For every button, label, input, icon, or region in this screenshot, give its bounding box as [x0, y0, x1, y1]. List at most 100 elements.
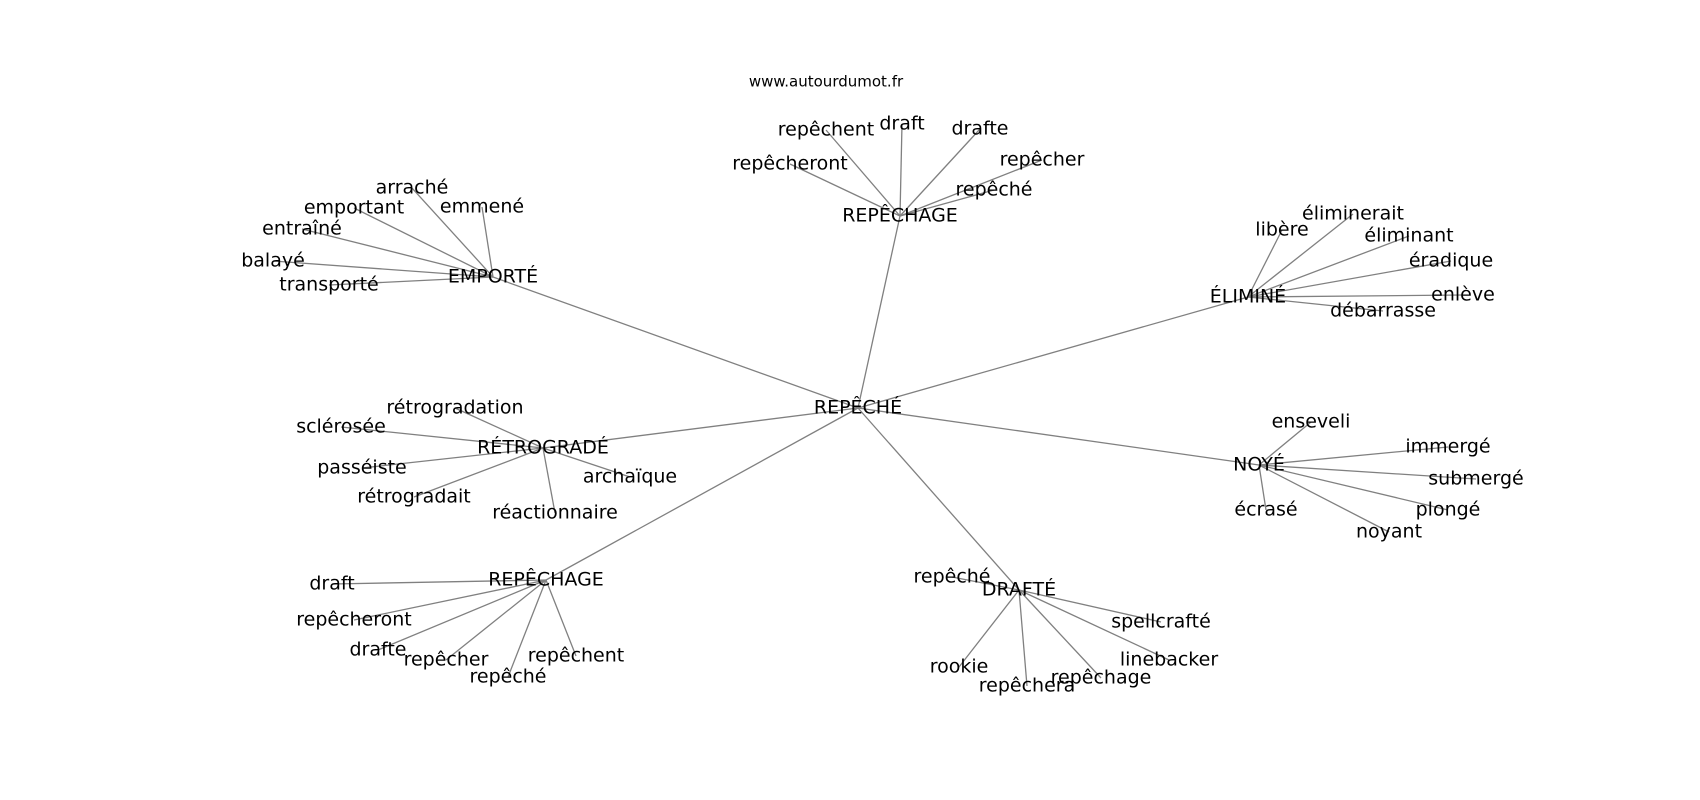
leaf-node-label: rétrogradait	[357, 486, 471, 508]
hub-node-label: REPÊCHAGE	[842, 204, 958, 227]
leaf-node-label: entraîné	[262, 218, 342, 240]
center-node-label: REPÊCHÉ	[814, 396, 902, 419]
edge-emporte-word	[481, 206, 494, 278]
leaf-node-label: éradique	[1409, 250, 1493, 272]
edge-noye-word	[1258, 421, 1312, 466]
leaf-node-label: repêcheront	[732, 153, 848, 175]
edge-center-to-emporte	[492, 276, 859, 409]
edge-center-to-retrograde	[542, 407, 859, 449]
leaf-node-label: immergé	[1405, 436, 1490, 458]
edge-elimine-word	[1247, 235, 1410, 298]
edge-noye-word	[1258, 446, 1449, 466]
leaf-node-label: linebacker	[1120, 649, 1218, 671]
edge-center-to-repechage-top	[857, 215, 901, 409]
edge-elimine-word	[1247, 294, 1464, 298]
leaf-node-label: éliminerait	[1302, 203, 1404, 225]
leaf-node-label: arraché	[376, 177, 449, 199]
leaf-node-label: libère	[1255, 219, 1308, 241]
edge-repechage-top-word	[899, 189, 995, 217]
edge-retrograde-word	[542, 447, 631, 478]
leaf-node-label: repêcher	[1000, 149, 1085, 171]
edge-repechage-top-word	[899, 128, 981, 217]
leaf-node-label: plongé	[1416, 499, 1481, 521]
source-url: www.autourdumot.fr	[749, 73, 904, 91]
edge-center-to-elimine	[857, 296, 1249, 409]
edge-repechage-top-word	[825, 129, 901, 217]
edge-center-to-drafte	[857, 407, 1020, 591]
leaf-node-label: repêchent	[528, 645, 625, 667]
leaf-node-label: repêcheront	[296, 609, 412, 631]
leaf-node-label: débarrasse	[1330, 300, 1436, 322]
leaf-node-label: repêchera	[979, 675, 1075, 697]
edge-repechage-top-word	[899, 159, 1043, 217]
leaf-node-label: éliminant	[1364, 225, 1453, 247]
leaf-node-label: repêchage	[1051, 667, 1152, 689]
edge-emporte-word	[411, 187, 494, 278]
edge-drafte-word	[1018, 589, 1028, 687]
edge-noye-word	[1258, 464, 1390, 533]
edge-noye-word	[1258, 464, 1449, 511]
leaf-node-label: rookie	[930, 656, 989, 678]
edge-retrograde-word	[542, 447, 556, 514]
leaf-node-label: draft	[879, 113, 924, 135]
edge-repechage-bottom-word	[545, 579, 577, 657]
edge-elimine-word	[1247, 229, 1283, 298]
edge-retrograde-word	[454, 407, 544, 449]
edge-repechage-bottom-word	[445, 579, 547, 661]
leaf-node-label: drafte	[349, 639, 406, 661]
leaf-node-label: draft	[309, 573, 354, 595]
edge-drafte-word	[1018, 589, 1162, 623]
leaf-node-label: repêché	[955, 179, 1032, 201]
edge-noye-word	[1258, 464, 1267, 511]
hub-node-label: EMPORTÉ	[448, 265, 538, 288]
edge-drafte-word	[1018, 589, 1102, 679]
edge-drafte-word	[958, 589, 1020, 668]
leaf-node-label: repêché	[913, 566, 990, 588]
hub-node-label: RÉTROGRADÉ	[477, 436, 609, 459]
edge-drafte-word	[951, 576, 1020, 591]
leaf-node-label: réactionnaire	[492, 502, 618, 524]
leaf-node-label: emportant	[304, 197, 404, 219]
edge-elimine-word	[1247, 213, 1354, 298]
edge-repechage-bottom-word	[331, 579, 547, 585]
leaf-node-label: passéiste	[317, 457, 407, 479]
leaf-node-label: écrasé	[1234, 499, 1297, 521]
edge-repechage-top-word	[789, 163, 901, 217]
hub-node-label: REPÊCHAGE	[488, 568, 604, 591]
edge-retrograde-word	[413, 447, 544, 498]
leaf-node-label: submergé	[1428, 468, 1523, 490]
edge-emporte-word	[353, 207, 494, 278]
leaf-node-label: repêcher	[404, 649, 489, 671]
edge-repechage-top-word	[899, 123, 903, 217]
leaf-node-label: archaïque	[583, 466, 677, 488]
edge-repechage-bottom-word	[507, 579, 547, 678]
edge-elimine-word	[1247, 260, 1452, 298]
leaf-node-label: drafte	[951, 118, 1008, 140]
edge-emporte-word	[328, 276, 494, 286]
leaf-node-label: noyant	[1356, 521, 1422, 543]
leaf-node-label: spellcrafté	[1111, 611, 1211, 633]
leaf-node-label: sclérosée	[296, 416, 386, 438]
graph-edges	[272, 123, 1477, 687]
leaf-node-label: emmené	[440, 196, 524, 218]
edge-emporte-word	[301, 228, 494, 278]
edge-drafte-word	[1018, 589, 1170, 661]
hub-node-label: ÉLIMINÉ	[1210, 285, 1286, 308]
edge-emporte-word	[272, 260, 494, 278]
edge-noye-word	[1258, 464, 1477, 480]
edge-center-to-noye	[857, 407, 1260, 466]
edge-center-to-repechage-bottom	[545, 407, 859, 581]
edge-repechage-bottom-word	[353, 579, 547, 621]
edge-repechage-bottom-word	[377, 579, 547, 651]
edge-retrograde-word	[340, 426, 544, 449]
leaf-node-label: enlève	[1431, 284, 1495, 306]
leaf-node-label: enseveli	[1272, 411, 1351, 433]
leaf-node-label: balayé	[241, 250, 305, 272]
leaf-node-label: transporté	[279, 274, 378, 296]
edge-elimine-word	[1247, 296, 1384, 312]
hub-node-label: NOYÉ	[1233, 453, 1285, 476]
hub-node-label: DRAFTÉ	[982, 578, 1056, 601]
leaf-node-label: repêché	[469, 666, 546, 688]
